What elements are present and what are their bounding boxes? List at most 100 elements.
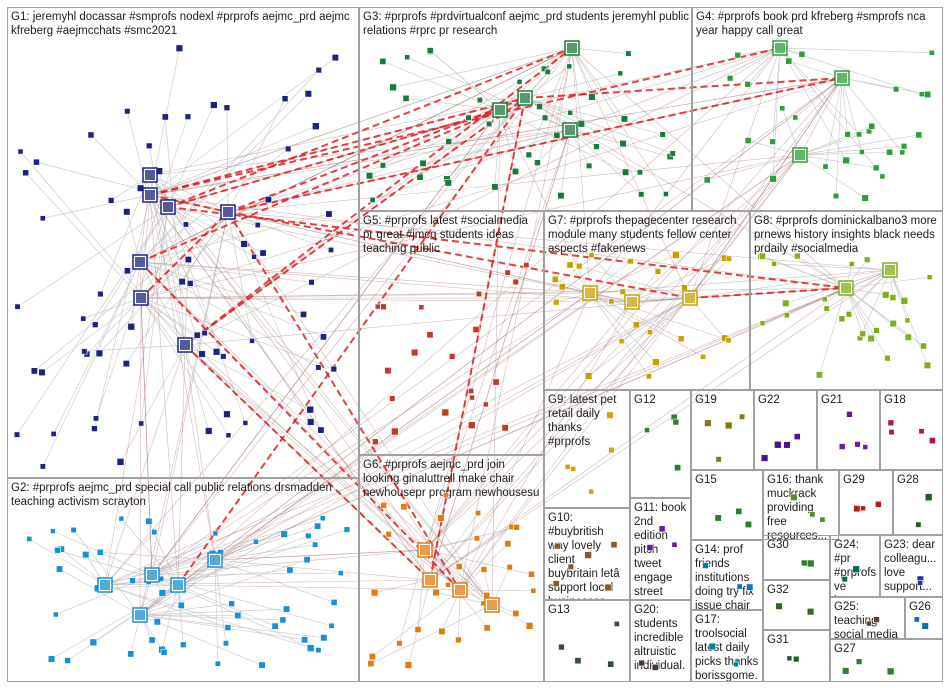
node-g2 bbox=[271, 622, 279, 630]
node-g2 bbox=[320, 634, 328, 642]
node-g3 bbox=[379, 162, 387, 169]
node-g2 bbox=[50, 528, 56, 534]
node-g7 bbox=[632, 321, 640, 329]
node-g2 bbox=[253, 538, 259, 545]
node-g2 bbox=[145, 517, 153, 525]
node-g21 bbox=[838, 443, 846, 450]
node-g5 bbox=[391, 427, 399, 436]
node-g15 bbox=[735, 507, 743, 515]
node-g1 bbox=[17, 148, 24, 155]
node-g1 bbox=[138, 420, 145, 427]
node-g3 bbox=[544, 68, 551, 75]
node-g6 bbox=[437, 514, 445, 522]
node-g2 bbox=[258, 661, 266, 669]
node-g4 bbox=[892, 86, 900, 93]
node-g8 bbox=[873, 327, 880, 334]
node-g3 bbox=[540, 65, 548, 72]
node-g1 bbox=[308, 279, 315, 286]
group-label: G8: #prprofs dominickalbano3 more prnews… bbox=[754, 215, 937, 255]
node-g3 bbox=[620, 115, 629, 123]
group-box-g19: G19 bbox=[691, 390, 754, 470]
group-box-g20: G20: students incredible altruistic indi… bbox=[630, 600, 691, 682]
group-box-g10: G10: #buybritish way lovely client buybr… bbox=[544, 508, 630, 600]
node-g2 bbox=[82, 551, 90, 559]
node-g22 bbox=[774, 441, 782, 449]
node-g7 bbox=[672, 251, 680, 259]
node-g9 bbox=[606, 411, 614, 419]
node-g8 bbox=[782, 299, 790, 307]
node-g7 bbox=[588, 252, 595, 259]
node-g8 bbox=[926, 274, 933, 280]
node-g1 bbox=[204, 427, 213, 435]
node-g1 bbox=[304, 90, 312, 98]
node-g9 bbox=[608, 446, 615, 454]
node-g3 bbox=[444, 179, 452, 187]
node-avatar bbox=[487, 600, 497, 610]
node-g1 bbox=[259, 249, 267, 257]
node-g32 bbox=[775, 602, 783, 610]
node-g12 bbox=[644, 427, 650, 433]
node-g6 bbox=[438, 627, 446, 635]
node-g2 bbox=[214, 660, 221, 667]
node-g17 bbox=[733, 661, 739, 668]
group-box-g4: G4: #prprofs book prd kfreberg #smprofs … bbox=[692, 7, 943, 211]
node-g3 bbox=[416, 173, 424, 181]
node-g2 bbox=[160, 648, 168, 656]
node-g1 bbox=[80, 315, 87, 322]
node-g1 bbox=[33, 158, 40, 166]
group-label: G1: jeremyhl docassar #smprofs nodexl #p… bbox=[11, 11, 350, 37]
node-g2 bbox=[148, 636, 156, 644]
node-g4 bbox=[769, 138, 776, 145]
node-g13 bbox=[607, 660, 615, 668]
node-g22 bbox=[783, 441, 791, 449]
node-g4 bbox=[915, 131, 923, 139]
node-g6 bbox=[504, 540, 512, 548]
node-g1 bbox=[97, 290, 104, 298]
node-g2 bbox=[303, 556, 311, 564]
node-g1 bbox=[39, 215, 46, 222]
node-g4 bbox=[734, 51, 742, 59]
node-g2 bbox=[47, 655, 56, 663]
node-g2 bbox=[158, 589, 167, 597]
node-g6 bbox=[455, 563, 463, 570]
node-g26 bbox=[921, 622, 929, 630]
node-avatar bbox=[135, 610, 145, 620]
node-g3 bbox=[557, 192, 565, 200]
node-g1 bbox=[30, 367, 38, 375]
node-g20 bbox=[651, 663, 659, 671]
node-g9 bbox=[564, 463, 571, 470]
node-g13 bbox=[613, 620, 620, 627]
node-g18 bbox=[888, 429, 895, 436]
node-g2 bbox=[319, 515, 326, 522]
node-g30 bbox=[806, 559, 815, 568]
node-g8 bbox=[867, 334, 875, 343]
node-g3 bbox=[379, 57, 387, 65]
node-avatar bbox=[420, 545, 430, 555]
node-g1 bbox=[223, 410, 231, 418]
node-g8 bbox=[759, 320, 766, 327]
node-g4 bbox=[923, 90, 932, 98]
node-avatar bbox=[147, 570, 157, 580]
node-g5 bbox=[472, 326, 480, 333]
group-label: G10: #buybritish way lovely client buybr… bbox=[548, 512, 620, 599]
node-g1 bbox=[210, 101, 218, 109]
node-g5 bbox=[523, 262, 530, 269]
node-g8 bbox=[815, 371, 823, 379]
node-g5 bbox=[380, 303, 387, 310]
node-g3 bbox=[404, 54, 411, 61]
node-g2 bbox=[314, 522, 322, 530]
node-g8 bbox=[821, 296, 828, 303]
node-g10 bbox=[567, 563, 574, 570]
node-g1 bbox=[127, 322, 135, 331]
node-g7 bbox=[677, 335, 685, 343]
node-g4 bbox=[785, 57, 793, 65]
node-avatar bbox=[885, 265, 895, 275]
group-label: G23: dear colleagu... love support... bbox=[884, 539, 937, 593]
group-label: G29 bbox=[843, 474, 865, 486]
node-g6 bbox=[513, 523, 520, 531]
node-avatar bbox=[795, 150, 805, 160]
node-g4 bbox=[844, 131, 851, 138]
node-g3 bbox=[389, 83, 397, 92]
node-g1 bbox=[264, 196, 272, 204]
node-g1 bbox=[330, 365, 338, 373]
